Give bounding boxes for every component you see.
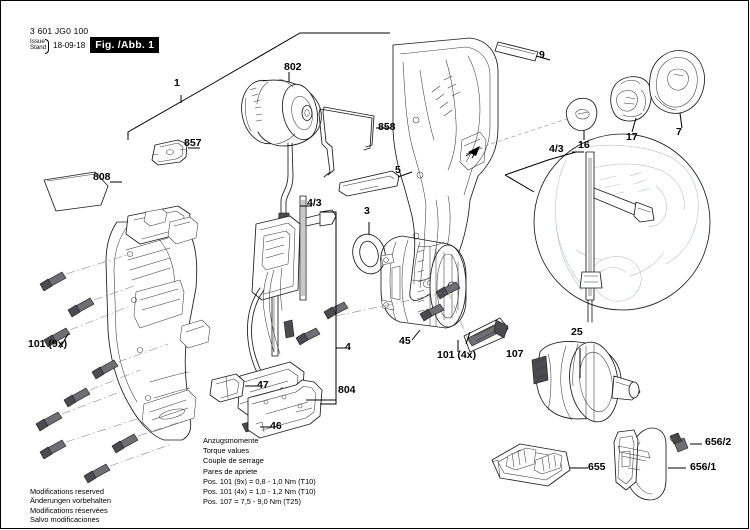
- callout-5: 5: [395, 164, 401, 176]
- part-25-chuck: [531, 341, 641, 423]
- part-858-wire-hook: [318, 106, 375, 178]
- callout-16: 16: [578, 139, 590, 151]
- torque-line-2: Torque values: [203, 446, 250, 456]
- part-7-ring-cover: [649, 50, 705, 114]
- callout-101-4x: 101 (4x): [437, 349, 477, 361]
- housing-half-left: [105, 205, 211, 441]
- callout-17: 17: [626, 131, 638, 143]
- part-857-clip: [151, 139, 188, 166]
- part-9-bar: [494, 41, 539, 62]
- callout-9: 9: [539, 49, 545, 61]
- callout-656-1: 656/1: [690, 461, 717, 473]
- detail-ghost-housing: [555, 144, 699, 302]
- callout-857: 857: [184, 137, 202, 149]
- part-655-dock: [491, 443, 571, 487]
- disclaimer-note: Modifications reserved Änderungen vorbeh…: [30, 487, 111, 525]
- housing-half-right: [392, 37, 499, 301]
- callout-802: 802: [284, 61, 302, 73]
- part-47-bumper: [209, 373, 245, 403]
- callout-1: 1: [174, 77, 180, 89]
- electronics-module: [237, 215, 305, 419]
- screws-101-4x: [295, 281, 461, 346]
- bracket-4: [320, 211, 348, 405]
- callout-656-2: 656/2: [705, 436, 732, 448]
- screws-101-9x: [35, 253, 187, 484]
- callout-25: 25: [571, 326, 583, 338]
- part-107-screw: [447, 291, 509, 353]
- detail-circle-4-3: [504, 133, 711, 323]
- torque-note: Anzugsmomente Torque values Couple de se…: [203, 436, 316, 507]
- issue-label: Issue: [30, 37, 45, 45]
- disclaimer-line-2: Änderungen vorbehalten: [30, 496, 111, 506]
- callout-7: 7: [676, 126, 682, 138]
- callout-655: 655: [588, 461, 606, 473]
- part-656-1-belt-clip: [613, 427, 667, 501]
- callout-3: 3: [364, 205, 370, 217]
- callout-107: 107: [506, 348, 524, 360]
- part-3-oring: [352, 233, 386, 275]
- callout-4-3-detail: 4/3: [549, 143, 564, 155]
- torque-line-1: Anzugsmomente: [203, 436, 259, 445]
- figure-badge: Fig. /Abb. 1: [90, 37, 160, 53]
- part-4-3-harness-center: [271, 195, 337, 357]
- torque-line-7: Pos. 107 = 7,5 - 9,0 Nm (T25): [203, 497, 301, 507]
- part-16-cap: [565, 97, 598, 131]
- torque-line-4: Pares de apriete: [203, 466, 258, 476]
- callout-45: 45: [399, 335, 411, 347]
- callout-4-3-center: 4/3: [307, 197, 322, 209]
- callout-47: 47: [257, 379, 269, 391]
- part-46-sleeve: [241, 419, 261, 433]
- callout-101-9x: 101 (9x): [28, 338, 68, 350]
- torque-line-6: Pos. 101 (4x) = 1,0 - 1,2 Nm (T10): [203, 487, 316, 497]
- stand-label: Stand: [30, 44, 47, 51]
- disclaimer-line-1: Modifications reserved: [30, 487, 104, 496]
- disclaimer-line-3: Modifications réservées: [30, 505, 108, 515]
- torque-line-3: Couple de serrage: [203, 456, 264, 466]
- part-656-2-screw: [669, 432, 689, 453]
- document-header: 3 601 JG0 100 Issue Stand 18-09-18 Fig. …: [30, 26, 160, 54]
- callout-808: 808: [93, 171, 111, 183]
- torque-line-5: Pos. 101 (9x) = 0,8 - 1,0 Nm (T10): [203, 476, 316, 486]
- callout-46: 46: [270, 420, 282, 432]
- part-17-carrier: [610, 76, 652, 122]
- part-45-gearbox: [380, 235, 467, 329]
- issue-stand-label: Issue Stand: [30, 37, 50, 54]
- part-5-cover: [338, 170, 400, 197]
- issue-row: Issue Stand 18-09-18 Fig. /Abb. 1: [30, 37, 160, 54]
- disclaimer-line-4: Salvo modificaciones: [30, 515, 100, 525]
- callout-4: 4: [345, 341, 351, 353]
- issue-date: 18-09-18: [53, 40, 86, 50]
- part-number: 3 601 JG0 100: [30, 26, 89, 36]
- bracket-1: [127, 32, 390, 140]
- label-leaders: [59, 55, 702, 469]
- callout-804: 804: [338, 384, 356, 396]
- callout-858: 858: [378, 121, 396, 133]
